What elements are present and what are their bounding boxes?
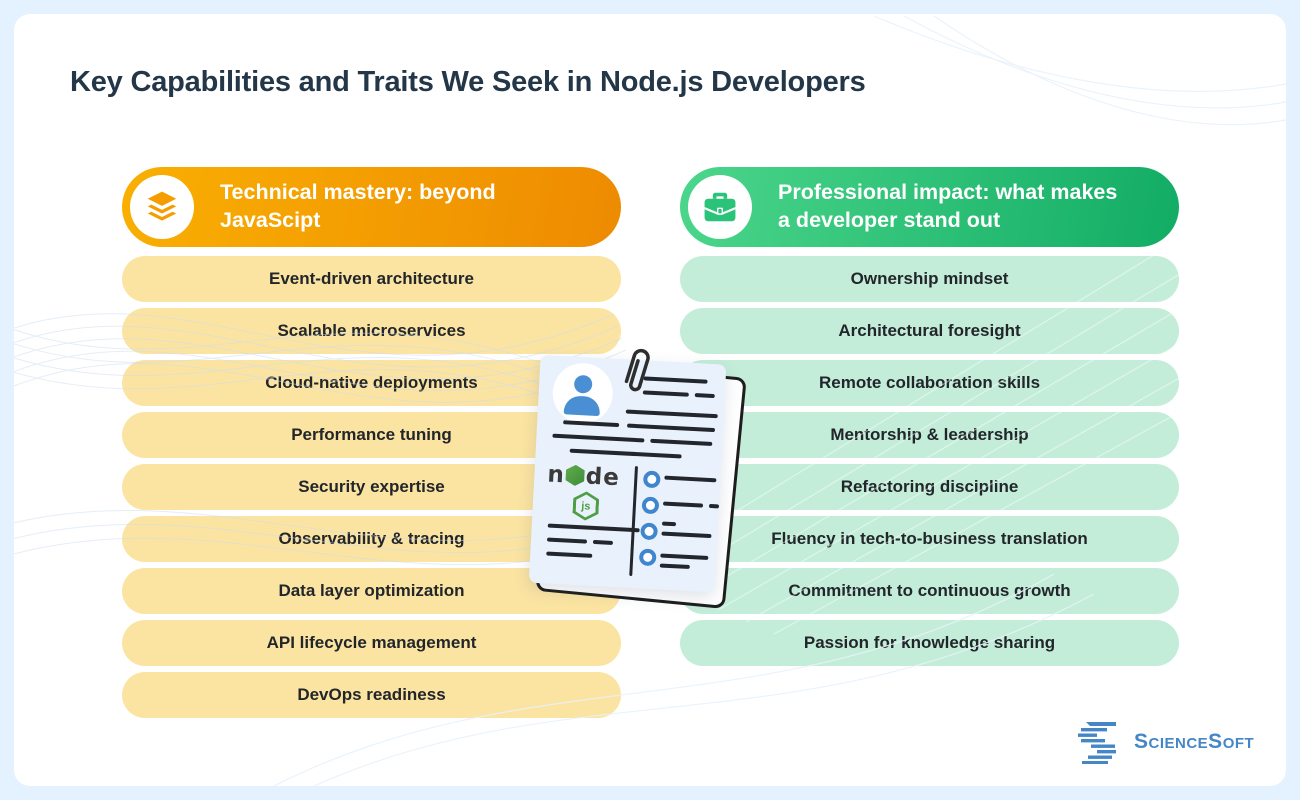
capability-pill: Event-driven architecture: [122, 256, 621, 302]
trait-pill: Mentorship & leadership: [680, 412, 1179, 458]
doc-text-line: [626, 423, 716, 433]
doc-text-line: [708, 503, 720, 509]
sciencesoft-wordmark: ScienceSoft: [1134, 730, 1255, 753]
layers-icon: [130, 175, 194, 239]
doc-bullet-icon: [640, 522, 659, 541]
doc-text-line: [650, 438, 713, 447]
trait-pill: Passion for knowledge sharing: [680, 620, 1179, 666]
node-hexagon-icon: [565, 464, 585, 486]
professional-header: Professional impact: what makes a develo…: [680, 167, 1179, 247]
doc-text-line: [642, 390, 689, 397]
person-avatar-icon: [551, 361, 615, 425]
doc-divider-line: [629, 466, 638, 577]
trait-pill: Architectural foresight: [680, 308, 1179, 354]
doc-text-line: [659, 563, 690, 570]
trait-pill: Remote collaboration skills: [680, 360, 1179, 406]
doc-text-line: [661, 521, 677, 527]
doc-bullet-icon: [642, 470, 661, 489]
doc-text-line: [660, 553, 709, 560]
sciencesoft-icon: [1078, 722, 1116, 764]
sciencesoft-logo: ScienceSoft: [1076, 720, 1254, 764]
doc-text-line: [694, 393, 715, 399]
trait-pill: Refactoring discipline: [680, 464, 1179, 510]
doc-text-line: [592, 539, 614, 545]
doc-text-line: [643, 376, 708, 384]
doc-text-line: [546, 551, 593, 558]
doc-text-line: [625, 409, 718, 419]
trait-pill: Commitment to continuous growth: [680, 568, 1179, 614]
professional-header-label: Professional impact: what makes a develo…: [778, 180, 1118, 232]
doc-bullet-icon: [641, 496, 660, 515]
technical-header-label: Technical mastery: beyond JavaScipt: [220, 180, 496, 232]
capability-pill: DevOps readiness: [122, 672, 621, 718]
professional-column: Professional impact: what makes a develo…: [680, 167, 1179, 666]
doc-text-line: [662, 501, 704, 508]
trait-pill: Fluency in tech-to-business translation: [680, 516, 1179, 562]
technical-header: Technical mastery: beyond JavaScipt: [122, 167, 621, 247]
doc-text-line: [563, 420, 620, 428]
doc-text-line: [546, 537, 588, 544]
doc-text-line: [569, 448, 682, 459]
infographic-card: Key Capabilities and Traits We Seek in N…: [14, 14, 1286, 786]
page-title: Key Capabilities and Traits We Seek in N…: [70, 66, 866, 98]
trait-pill: Ownership mindset: [680, 256, 1179, 302]
doc-text-line: [552, 433, 645, 443]
paperclip-icon: [624, 348, 650, 392]
capability-pill: API lifecycle management: [122, 620, 621, 666]
briefcase-icon: [688, 175, 752, 239]
doc-text-line: [661, 531, 712, 539]
nodejs-badge-icon: js: [572, 491, 599, 521]
doc-text-line: [547, 523, 640, 533]
doc-text-line: [664, 475, 717, 483]
doc-bullet-icon: [638, 548, 657, 567]
capability-pill: Scalable microservices: [122, 308, 621, 354]
